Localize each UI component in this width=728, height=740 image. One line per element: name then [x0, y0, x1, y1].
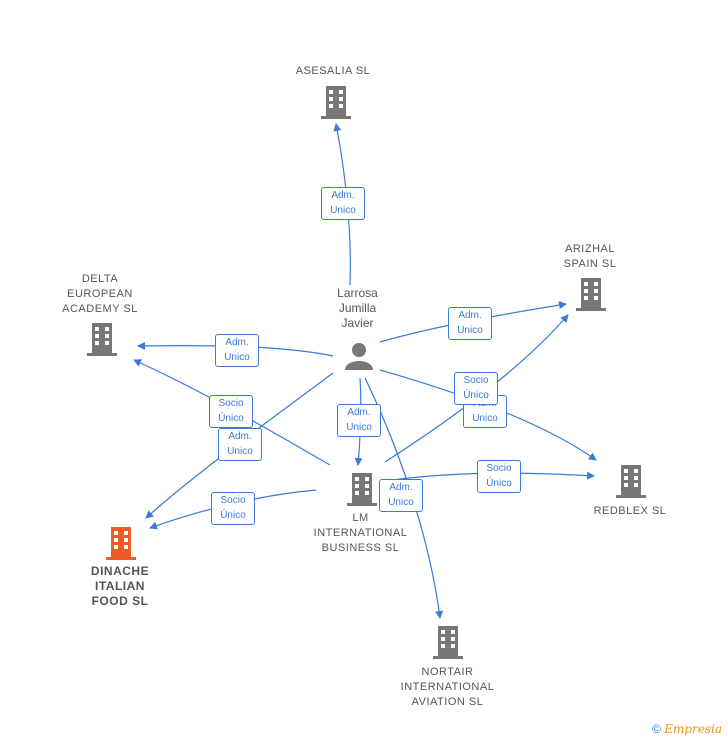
node-label-asesalia[interactable]: ASESALIA SL — [295, 65, 371, 77]
person-icon — [345, 343, 373, 370]
brand-logo: Empresia — [664, 722, 722, 736]
edge-label-lm: Adm. Unico — [337, 404, 381, 437]
edge-label-asesalia: Adm. Unico — [321, 187, 365, 220]
node-label-dinache[interactable]: DINACHE ITALIAN FOOD SL — [90, 564, 150, 608]
building-icon-dinache — [106, 527, 136, 560]
copyright-icon: © — [652, 722, 661, 736]
building-icon-arizhal — [576, 278, 606, 311]
node-label-person[interactable]: Larrosa Jumilla Javier — [337, 286, 378, 330]
edge-label-delta-socio: Socio Único — [209, 395, 253, 428]
building-icon-redblex — [616, 465, 646, 498]
edge-label-redblex-socio: Socio Único — [454, 372, 498, 405]
credit[interactable]: © Empresia — [652, 722, 722, 736]
building-icon-lm — [347, 473, 377, 506]
edge-label-nortair: Adm. Unico — [379, 479, 423, 512]
node-label-arizhal[interactable]: ARIZHAL SPAIN SL — [563, 243, 617, 270]
node-label-lm[interactable]: LM INTERNATIONAL BUSINESS SL — [313, 512, 408, 554]
edge-label-dinache-adm: Adm. Unico — [218, 428, 262, 461]
building-icon-delta — [87, 323, 117, 356]
node-label-delta[interactable]: DELTA EUROPEAN ACADEMY SL — [62, 273, 138, 315]
node-label-redblex[interactable]: REDBLEX SL — [593, 505, 667, 517]
building-icon-asesalia — [321, 86, 351, 119]
edge-label-delta: Adm. Unico — [215, 334, 259, 367]
edge-label-redblex-lm-socio: Socio Único — [477, 460, 521, 493]
edge-label-arizhal: Adm. Unico — [448, 307, 492, 340]
edge-label-dinache-socio: Socio Único — [211, 492, 255, 525]
node-label-nortair[interactable]: NORTAIR INTERNATIONAL AVIATION SL — [400, 666, 495, 708]
building-icon-nortair — [433, 626, 463, 659]
